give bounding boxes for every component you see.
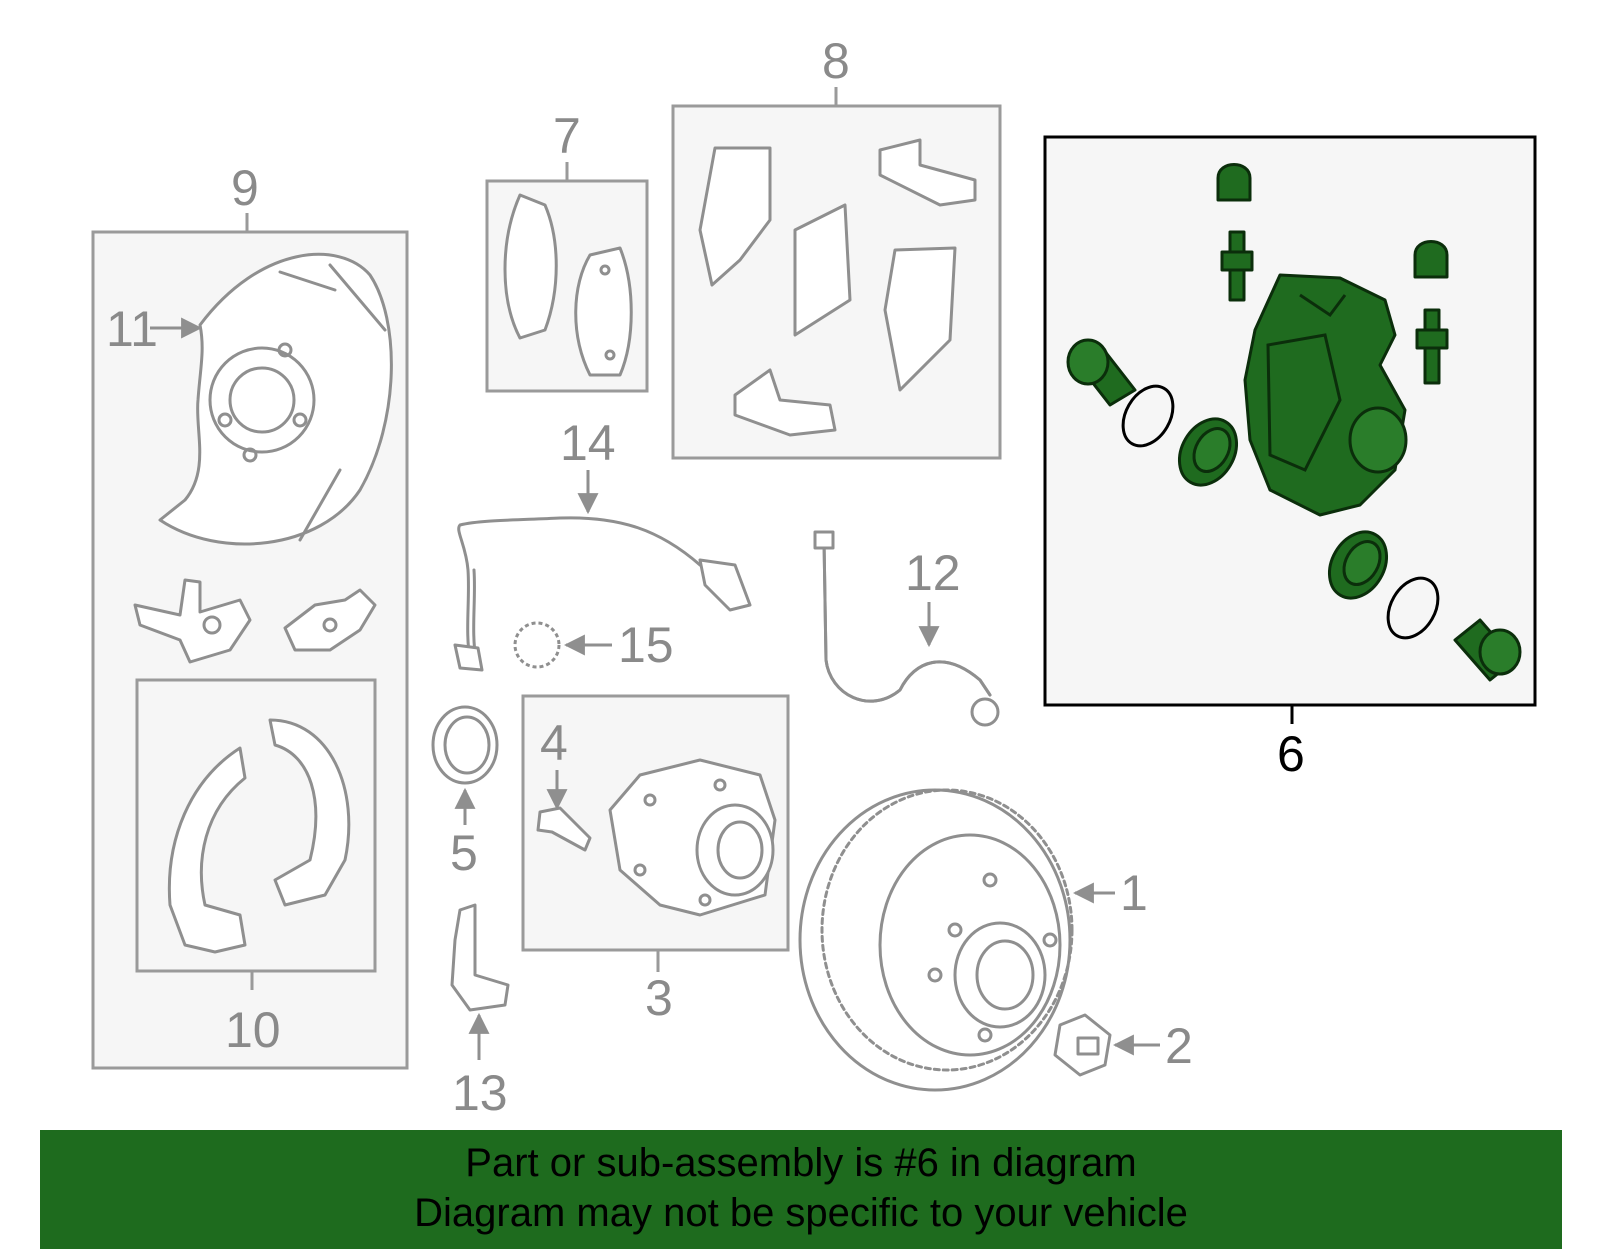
part-8-shim-top[interactable]	[878, 138, 977, 207]
part-6-o-ring-upper[interactable]	[1113, 377, 1183, 454]
part-10-brake-shoe-right[interactable]	[268, 718, 351, 907]
part-5-grease-seal[interactable]	[431, 705, 499, 785]
callout-2[interactable]: 2	[1165, 1018, 1193, 1074]
part-15-tone-ring[interactable]	[513, 621, 561, 669]
callout-13[interactable]: 13	[452, 1065, 508, 1121]
part-11-dust-shield[interactable]	[158, 252, 393, 546]
part-8-shim-bottom[interactable]	[733, 368, 837, 437]
callout-8[interactable]: 8	[822, 33, 850, 89]
callout-3[interactable]: 3	[645, 970, 673, 1026]
info-banner: Part or sub-assembly is #6 in diagram Di…	[40, 1130, 1562, 1249]
banner-line-2: Diagram may not be specific to your vehi…	[414, 1191, 1188, 1235]
part-6-bleeder-screw-a[interactable]	[1220, 230, 1254, 302]
callout-15[interactable]: 15	[618, 617, 674, 673]
callout-6[interactable]: 6	[1277, 726, 1305, 782]
part-6-bleeder-screw-b[interactable]	[1415, 308, 1449, 385]
part-3-hub-bearing[interactable]	[608, 758, 777, 917]
callout-5[interactable]: 5	[450, 825, 478, 881]
parking-brake-lever-right[interactable]	[283, 588, 377, 652]
part-14-abs-sensor[interactable]	[453, 516, 752, 672]
callout-12[interactable]: 12	[905, 545, 961, 601]
callout-9[interactable]: 9	[231, 160, 259, 216]
part-6-piston-upper[interactable]	[1066, 338, 1137, 407]
part-6-piston-lower[interactable]	[1453, 618, 1522, 682]
banner-line-1: Part or sub-assembly is #6 in diagram	[465, 1141, 1137, 1185]
callout-1[interactable]: 1	[1120, 865, 1148, 921]
part-13-bracket[interactable]	[450, 903, 510, 1012]
part-7-brake-pad-a[interactable]	[503, 193, 558, 340]
part-2-hub-cap[interactable]	[1053, 1013, 1112, 1077]
part-6-piston-seal-lower[interactable]	[1318, 522, 1398, 609]
part-7-brake-pad-b[interactable]	[574, 246, 633, 377]
callout-4[interactable]: 4	[540, 715, 568, 771]
part-6-o-ring-lower[interactable]	[1378, 569, 1448, 646]
part-6-piston-seal-upper[interactable]	[1168, 409, 1248, 496]
part-8-anti-rattle-clip-a[interactable]	[698, 146, 772, 287]
part-6-bleeder-cap-a[interactable]	[1216, 163, 1252, 202]
part-10-brake-shoe-left[interactable]	[167, 746, 247, 954]
callout-14[interactable]: 14	[560, 415, 616, 471]
part-8-anti-rattle-clip-c[interactable]	[883, 246, 957, 392]
callout-11[interactable]: 11	[106, 301, 158, 357]
parking-brake-lever-left[interactable]	[133, 578, 252, 664]
part-6-brake-caliper[interactable]	[1243, 273, 1408, 517]
callout-7[interactable]: 7	[553, 108, 581, 164]
part-4-hub-bolt[interactable]	[536, 806, 592, 852]
part-8-anti-rattle-clip-b[interactable]	[793, 203, 852, 337]
part-12-brake-hose[interactable]	[813, 530, 1000, 727]
callout-10[interactable]: 10	[225, 1002, 281, 1058]
part-1-brake-rotor[interactable]	[798, 788, 1074, 1092]
part-6-bleeder-cap-b[interactable]	[1413, 240, 1449, 279]
